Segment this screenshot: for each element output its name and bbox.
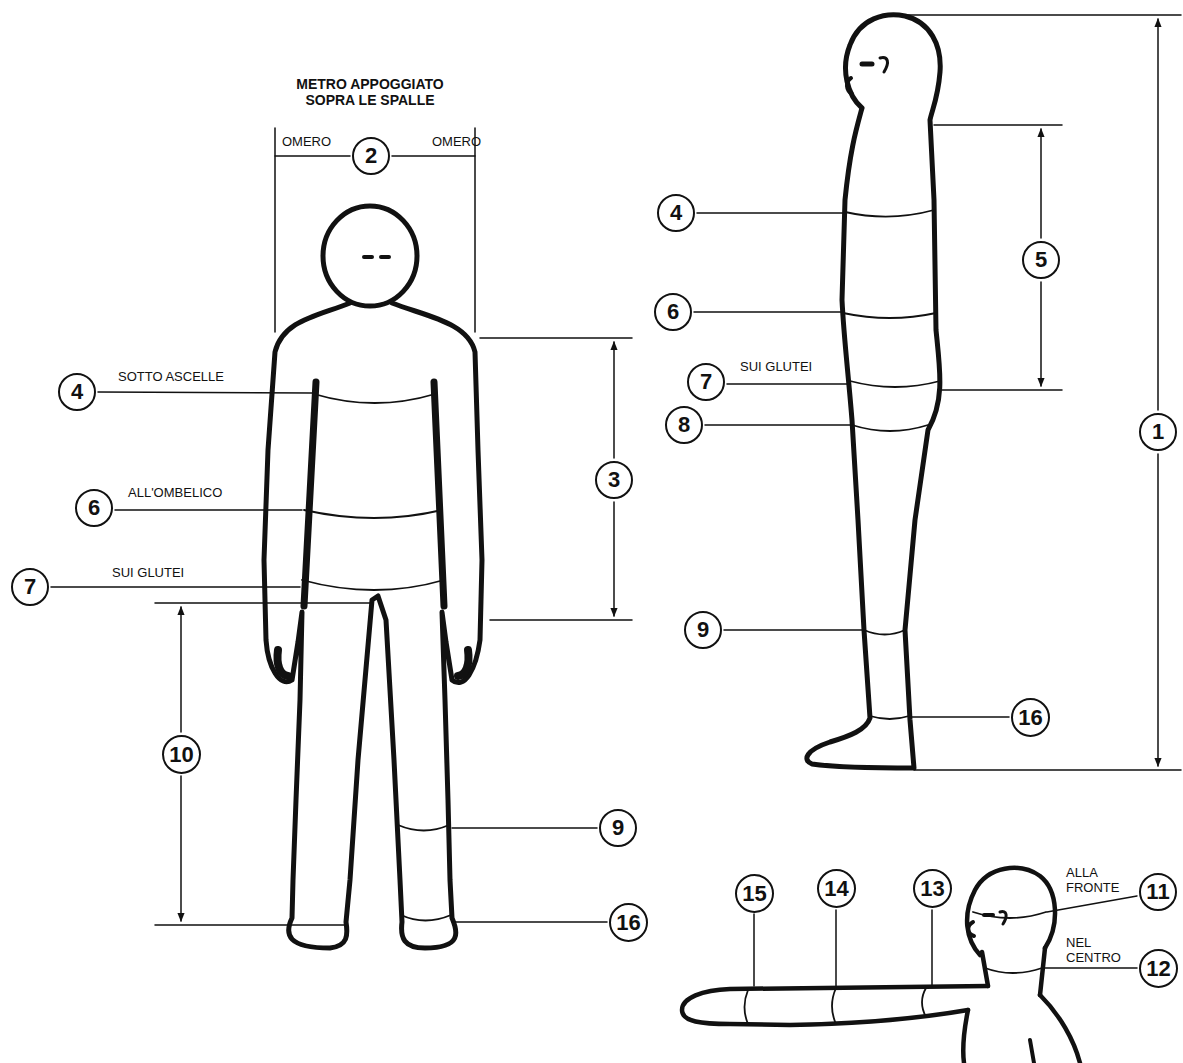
annotation-label: SUI GLUTEI (740, 360, 812, 375)
callout-text: 15 (742, 883, 766, 905)
callout-text: 12 (1146, 958, 1170, 980)
callout-number: 7 (11, 568, 49, 606)
callout-text: 14 (824, 878, 848, 900)
annotation-label: ALL'OMBELICO (128, 486, 222, 501)
callout-text: 4 (71, 381, 83, 403)
callout-number: 16 (609, 903, 648, 942)
callout-text: 3 (608, 469, 620, 491)
annotation-label: SOTTO ASCELLE (118, 370, 224, 385)
callout-number: 2 (352, 137, 390, 175)
callout-text: 5 (1035, 249, 1047, 271)
callout-text: 11 (1146, 881, 1169, 903)
callout-text: 16 (1018, 707, 1042, 729)
callout-text: 9 (612, 817, 624, 839)
callout-number: 5 (1022, 241, 1060, 279)
annotation-label: OMERO (282, 135, 331, 150)
callout-number: 13 (913, 869, 952, 908)
callout-text: 10 (169, 744, 193, 766)
callout-number: 6 (654, 293, 692, 331)
annotation-label: OMERO (432, 135, 481, 150)
callout-number: 12 (1139, 949, 1178, 988)
callout-text: 4 (670, 202, 682, 224)
callout-number: 1 (1139, 413, 1177, 451)
annotation-label: SUI GLUTEI (112, 566, 184, 581)
callout-number: 14 (817, 869, 856, 908)
callout-number: 15 (735, 874, 774, 913)
callout-text: 8 (678, 414, 690, 436)
callout-number: 4 (58, 373, 96, 411)
callout-text: 2 (365, 145, 377, 167)
callout-number: 7 (687, 363, 725, 401)
annotation-label: ALLA FRONTE (1066, 866, 1124, 896)
callout-number: 8 (665, 406, 703, 444)
callout-number: 4 (657, 194, 695, 232)
callout-text: 9 (697, 619, 709, 641)
callout-number: 11 (1139, 873, 1177, 911)
instruction-heading: METRO APPOGGIATO SOPRA LE SPALLE (285, 76, 455, 108)
callout-number: 3 (595, 461, 633, 499)
callout-text: 13 (920, 878, 944, 900)
callout-text: 1 (1152, 421, 1164, 443)
callout-text: 7 (700, 371, 712, 393)
callout-text: 7 (24, 576, 36, 598)
annotation-label: NEL CENTRO (1066, 936, 1124, 966)
callout-text: 16 (616, 912, 640, 934)
callout-number: 10 (162, 735, 201, 774)
callout-number: 16 (1011, 698, 1050, 737)
callout-text: 6 (88, 497, 100, 519)
callout-number: 9 (684, 611, 722, 649)
callout-text: 6 (667, 301, 679, 323)
callout-number: 6 (75, 489, 113, 527)
callout-number: 9 (599, 809, 637, 847)
